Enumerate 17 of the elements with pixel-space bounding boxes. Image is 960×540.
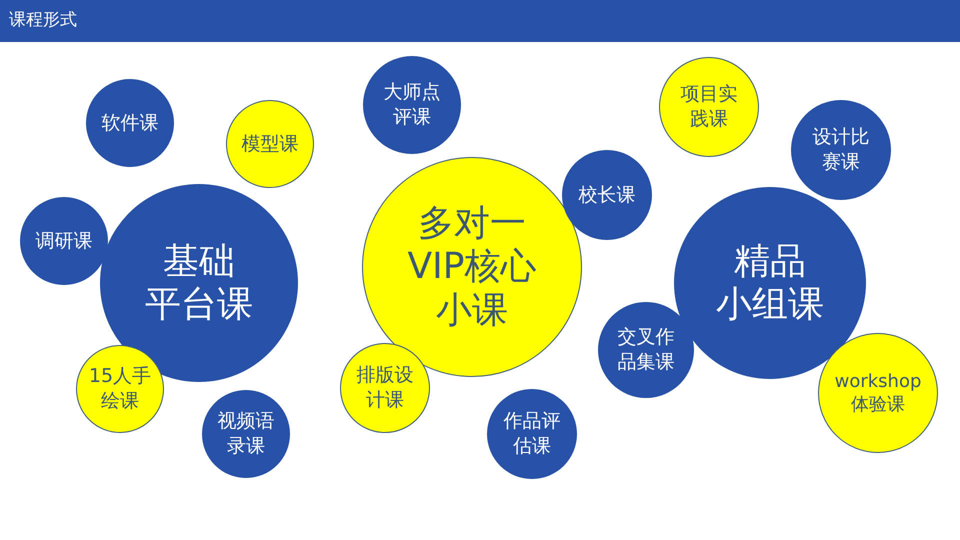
course-name: 项目实践课 [680, 82, 738, 132]
course-name: 视频语录课 [218, 409, 274, 459]
course-name: 软件课 [102, 110, 158, 136]
course-name: 交叉作品集课 [618, 325, 674, 375]
course-name: 多对一VIP核心小课 [408, 202, 536, 332]
course-name: 模型课 [242, 132, 298, 156]
course-name: 大师点评课 [384, 80, 440, 130]
course-name: workshop体验课 [834, 370, 922, 416]
course-name: 设计比赛课 [812, 125, 870, 175]
title: 课程形式 [9, 9, 77, 31]
course-name: 排版设计课 [356, 363, 414, 413]
course-name: 精品小组课 [716, 240, 824, 326]
course-name: 15人手绘课 [88, 364, 152, 414]
course-name: 调研课 [36, 228, 92, 254]
course-name: 作品评估课 [504, 409, 560, 459]
course-name: 基础平台课 [145, 240, 253, 326]
course-name: 校长课 [578, 182, 636, 208]
